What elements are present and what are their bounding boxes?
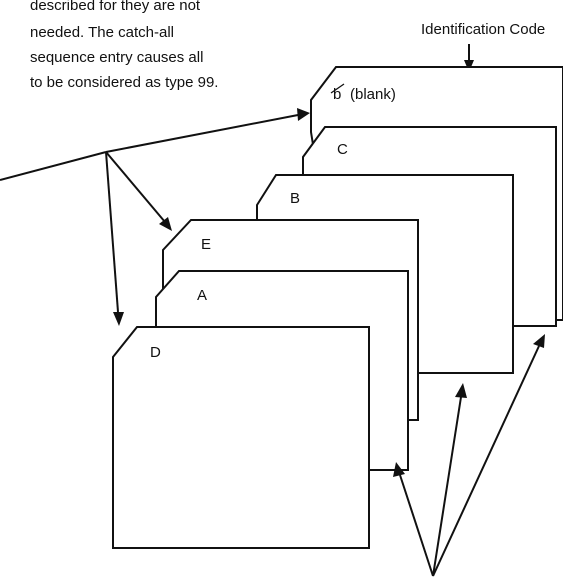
card-b-label: B (290, 190, 300, 207)
note-line-3: sequence entry causes all (30, 49, 203, 66)
pointer-head-e (159, 217, 172, 231)
pointer-to-card-b-edge (432, 396, 462, 577)
blank-text: (blank) (350, 86, 396, 103)
left-pointers (0, 108, 310, 326)
pointer-head-b (455, 383, 467, 398)
pointer-stem (0, 151, 107, 181)
note-line-4: to be considered as type 99. (30, 74, 218, 91)
blank-symbol: b (333, 86, 341, 103)
pointer-to-blank-card (105, 114, 299, 153)
pointer-head-c (533, 334, 545, 348)
pointer-head-a (393, 462, 405, 477)
card-d-label: D (150, 344, 161, 361)
pointer-to-card-a-edge (399, 474, 434, 577)
pointer-to-card-e (105, 151, 166, 223)
card-c-label: C (337, 141, 348, 158)
pointer-head-d (113, 312, 124, 326)
pointer-head-blank (297, 108, 310, 121)
bottom-pointers (393, 334, 545, 577)
pointer-to-card-c-edge (432, 345, 540, 577)
card-labels: b (blank) C B E A D (150, 83, 396, 361)
note-line-2: needed. The catch-all (30, 24, 174, 41)
note-line-1: described for they are not (30, 0, 201, 14)
pointer-to-card-d (105, 151, 119, 313)
card-a-label: A (197, 287, 207, 304)
blank-strike-mark (330, 83, 345, 94)
cards (112, 66, 563, 549)
card-e-label: E (201, 236, 211, 253)
explanatory-note: described for they are not needed. The c… (30, 0, 218, 91)
card-d (112, 326, 370, 549)
identification-code-label: Identification Code (421, 21, 545, 38)
